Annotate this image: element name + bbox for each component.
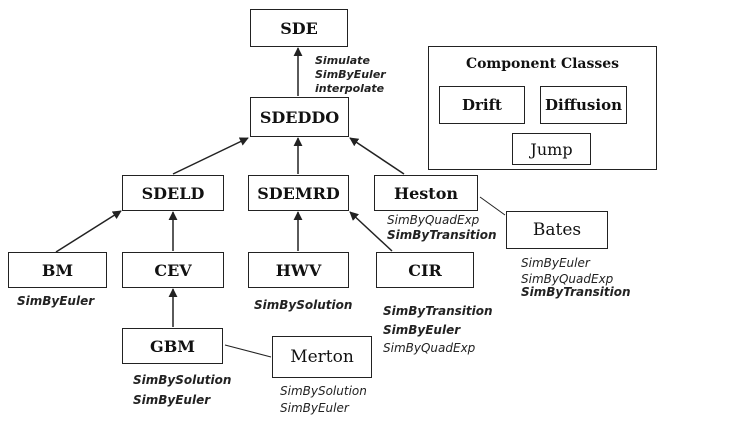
- node-merton: Merton: [272, 336, 372, 378]
- methods-sdeddo: Simulate SimByEuler interpolate: [315, 54, 386, 96]
- node-sdemrd: SDEMRD: [248, 175, 349, 211]
- methods-bates: SimByEuler SimByQuadExp SimByTransition: [521, 257, 631, 299]
- node-sdeld: SDELD: [122, 175, 224, 211]
- methods-merton: SimBySolution SimByEuler: [280, 383, 367, 417]
- node-bates: Bates: [506, 211, 608, 249]
- node-sde: SDE: [250, 9, 348, 47]
- method-simbytransition: SimByTransition: [521, 285, 631, 299]
- method-interpolate: interpolate: [315, 82, 385, 95]
- method-simbyeuler: SimByEuler: [280, 401, 349, 415]
- line-merton-to-gbm: [224, 344, 272, 358]
- node-cev: CEV: [122, 252, 224, 288]
- method-simbyeuler: SimByEuler: [383, 323, 461, 337]
- node-bm: BM: [8, 252, 107, 288]
- method-simbyquadexp: SimByQuadExp: [521, 272, 614, 286]
- component-classes-panel: Component Classes Drift Diffusion Jump: [428, 46, 657, 170]
- node-hwv: HWV: [248, 252, 349, 288]
- component-drift: Drift: [439, 86, 525, 124]
- node-heston: Heston: [374, 175, 478, 211]
- method-simbytransition: SimByTransition: [387, 228, 497, 242]
- methods-hwv: SimBySolution: [254, 298, 352, 313]
- method-simbyeuler: SimByEuler: [521, 256, 590, 270]
- methods-bm: SimByEuler: [17, 294, 94, 309]
- arrow-sdeld-to-sdeddo: [172, 137, 249, 175]
- component-diffusion: Diffusion: [540, 86, 627, 124]
- arrow-bm-to-sdeld: [55, 210, 122, 253]
- component-jump: Jump: [512, 133, 591, 165]
- method-simbyeuler: SimByEuler: [17, 294, 95, 308]
- method-simbysolution: SimBySolution: [133, 373, 232, 387]
- method-simbyquadexp: SimByQuadExp: [387, 213, 480, 227]
- method-simbysolution: SimBySolution: [254, 298, 353, 312]
- component-classes-title: Component Classes: [465, 56, 620, 72]
- method-simbysolution: SimBySolution: [280, 384, 367, 398]
- node-sdeddo: SDEDDO: [250, 97, 349, 137]
- method-simbytransition: SimByTransition: [383, 304, 493, 318]
- node-gbm: GBM: [122, 328, 223, 364]
- arrow-heston-to-sdeddo: [349, 137, 405, 175]
- methods-gbm: SimBySolution SimByEuler: [133, 370, 231, 410]
- method-simulate: Simulate: [315, 54, 370, 67]
- node-cir: CIR: [376, 252, 474, 288]
- method-simbyquadexp: SimByQuadExp: [383, 341, 476, 355]
- methods-cir: SimByTransition SimByEuler SimByQuadExp: [383, 302, 493, 355]
- method-simbyeuler: SimByEuler: [315, 68, 386, 81]
- line-bates-to-heston: [479, 196, 506, 216]
- method-simbyeuler: SimByEuler: [133, 393, 211, 407]
- methods-heston: SimByQuadExp SimByTransition: [387, 213, 497, 243]
- arrow-cir-to-sdemrd: [349, 211, 393, 252]
